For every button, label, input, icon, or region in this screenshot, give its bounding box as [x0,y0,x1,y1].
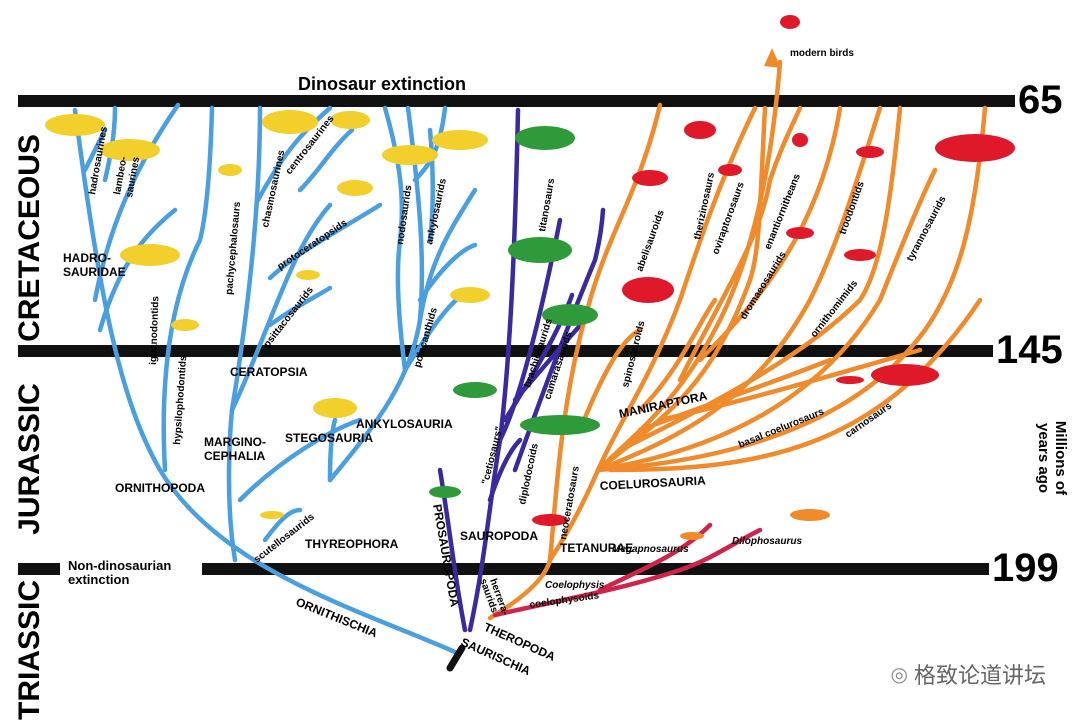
label-coelophysis: Coelophysis [545,580,605,591]
hadrosaurid-silhouette [120,244,180,266]
ankylosaur-silhouette [432,130,488,150]
brachiosaur-silhouette [508,237,572,263]
silhouettes [45,15,1015,540]
chasmosaur-silhouette [262,110,318,134]
pachycephalosaur-silhouette [218,164,242,176]
boundary-145: 145 [996,328,1063,372]
basal-coelurosaur-silhouette [836,376,864,384]
label-basal-coelurosaurs: basal coelurosaurs [737,406,826,451]
bar-145 [18,345,993,357]
label-coelurosauria: COELUROSAURIA [599,473,706,493]
period-triassic: TRIASSIC [13,579,46,721]
protoceratops-silhouette [337,180,373,196]
wechat-icon: ◎ [890,662,908,686]
prosauropod-silhouette [429,486,461,498]
birds-arrowhead [764,48,781,68]
abelisaur-silhouette [632,170,668,186]
label-prosauropoda: PROSAUROPODA [430,503,462,608]
label-neoceratosaurs: neoceratosaurs [558,465,582,541]
label-carnosaurs: carnosaurs [843,400,894,440]
theropod-branches [487,59,988,621]
label-abelisauroids: abelisauroids [634,208,667,273]
label-cetiosaurs: "cetiosaurs" [480,425,505,486]
centrosaur-silhouette [330,111,370,129]
cetiosaur-silhouette [453,382,497,398]
label-ankylosauria: ANKYLOSAURIA [356,417,453,431]
dromaeosaur-silhouette [786,227,814,239]
label-iguanodontids: iguanodontids [148,295,161,365]
axis-label-line2: years ago [1035,422,1052,494]
axis-label: Millions of years ago [1035,421,1069,495]
label-coelophysoids: coelophysoids [529,590,600,611]
bar-199-left [18,563,60,575]
spinosaur-silhouette [622,277,674,303]
neoceratosaur-silhouette [532,514,568,526]
label-tetanurae: TETANURAE [560,541,633,555]
therizinosaur-silhouette [684,121,716,139]
scutellosaur-silhouette [260,511,284,519]
label-ceratopsia: CERATOPSIA [230,365,308,379]
boundary-199: 199 [992,546,1059,590]
bird-silhouette [780,15,800,29]
root-stub [446,644,466,672]
label-hypsilophodontids: hypsilophodontids [172,355,189,445]
label-stegosauria: STEGOSAURIA [285,431,373,445]
label-ornithopoda: ORNITHOPODA [115,481,205,495]
label-thyreophora: THYREOPHORA [305,537,399,551]
bar-65 [18,95,1015,107]
label-nodosaurids: nodosaurids [395,184,414,245]
period-cretaceous: CRETACEOUS [13,134,46,342]
troodontid-silhouette [856,146,884,158]
dilophosaur-silhouette [790,509,830,521]
label-megapnosaurus: Megapnosaurus [612,544,689,555]
label-modern-birds: modern birds [790,48,854,59]
lambeosaur-silhouette [100,139,160,161]
diplodocoid-silhouette [520,415,600,435]
enantiornithean-silhouette [792,133,808,147]
label-ankylosaurids: ankylosaurids [424,177,449,245]
non-dino-extinction-line2: extinction [68,572,129,587]
label-sauropoda: SAUROPODA [460,529,538,543]
axis-label-line1: Millions of [1052,420,1069,496]
hadrosaur-silhouette [45,114,105,136]
label-tyrannosaurids: tyrannosaurids [905,194,949,263]
carnosaur-silhouette [871,364,939,386]
ornithomimid-silhouette [844,249,876,261]
label-margino-1: MARGINO- [204,435,266,449]
label-titanosaurs: titanosaurs [537,177,557,232]
label-dilophosaurus: Dilophosaurus [732,536,802,547]
stegosaur-silhouette [313,398,357,418]
camarasaur-silhouette [542,304,598,326]
label-pachycephalosaurs: pachycephalosaurs [224,201,243,295]
label-margino-2: CEPHALIA [204,449,266,463]
psittacosaur-silhouette [296,270,320,280]
bar-199 [202,563,989,575]
watermark-text: 格致论道讲坛 [913,664,1046,689]
nodosaur-silhouette [382,145,438,165]
dinosaur-extinction-label: Dinosaur extinction [298,74,466,94]
titanosaur-silhouette [515,126,575,150]
iguanodont-silhouette [171,319,199,331]
label-hadrosauridae-1: HADRO- [63,251,111,265]
period-jurassic: JURASSIC [13,383,46,535]
boundary-65: 65 [1018,78,1063,122]
oviraptor-silhouette [718,164,742,176]
tyrannosaur-silhouette [935,134,1015,162]
non-dino-extinction-line1: Non-dinosaurian [68,558,171,573]
polacanthid-silhouette [450,287,490,303]
watermark: ◎ 格致论道讲坛 [891,658,1046,690]
label-hadrosauridae-2: SAURIDAE [63,265,126,279]
megapnosaur-silhouette [680,532,704,540]
